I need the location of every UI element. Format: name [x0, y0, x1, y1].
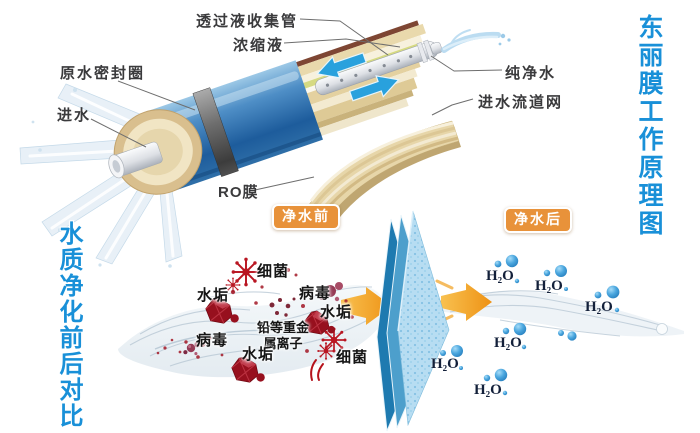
contaminant-icons	[156, 256, 354, 383]
leader-collect-tube	[299, 18, 389, 56]
label-h2o-3: H₂O	[585, 299, 613, 315]
label-h2o-2: H₂O	[535, 278, 563, 294]
label-scale-3: 水垢	[242, 346, 275, 363]
label-bacteria-1: 细菌	[257, 263, 290, 280]
flow-arrow-left	[316, 52, 367, 79]
membrane-element-assembly	[108, 20, 443, 195]
leader-ro-membrane	[254, 176, 315, 191]
label-feed-channel-mesh: 进水流道网	[478, 94, 564, 111]
title-water-comparison: 水质净化前后对比	[55, 221, 82, 429]
label-h2o-5: H₂O	[431, 356, 459, 372]
label-h2o-4: H₂O	[494, 335, 522, 351]
leader-water-inlet	[90, 118, 147, 148]
scattered-particles	[156, 268, 354, 359]
jet-speckles	[31, 88, 172, 268]
red-dashes	[310, 359, 324, 381]
label-virus-2: 病毒	[196, 332, 229, 349]
leader-pure-water	[430, 55, 503, 72]
label-pure-water: 纯净水	[505, 65, 557, 82]
collection-tube-graphic	[315, 39, 443, 96]
flow-arrow-right	[348, 75, 400, 102]
leader-seal-ring	[117, 80, 196, 111]
pure-water-spray	[441, 29, 511, 53]
label-scale-1: 水垢	[197, 287, 230, 304]
filter-membrane-wall	[376, 210, 450, 432]
leader-lines	[90, 18, 503, 191]
label-virus-1: 病毒	[299, 285, 332, 302]
label-heavy-metal-ions: 铅等重金属离子	[256, 320, 309, 351]
label-h2o-1: H₂O	[486, 268, 514, 284]
label-permeate-collect-tube: 透过液收集管	[196, 13, 299, 30]
leader-feed-channel	[431, 98, 474, 116]
badge-after-purification: 净水后	[504, 207, 572, 233]
title-membrane-principle: 东丽膜工作原理图	[635, 14, 663, 238]
seal-ring-graphic	[192, 87, 239, 177]
label-water-inlet: 进水	[57, 107, 92, 124]
label-raw-water-seal-ring: 原水密封圈	[60, 65, 146, 82]
leader-concentrate	[283, 38, 401, 48]
label-concentrate: 浓缩液	[233, 37, 285, 54]
label-scale-2: 水垢	[320, 304, 353, 321]
label-h2o-6: H₂O	[474, 382, 502, 398]
arrow-into-membrane	[341, 287, 392, 325]
heavy-metal-dots	[269, 297, 296, 317]
h2o-molecule-dots	[440, 254, 620, 396]
label-ro-membrane: RO膜	[218, 184, 259, 201]
badge-before-purification: 净水前	[272, 204, 340, 230]
label-bacteria-2: 细菌	[336, 349, 369, 366]
center-tube-graphic	[108, 141, 163, 179]
